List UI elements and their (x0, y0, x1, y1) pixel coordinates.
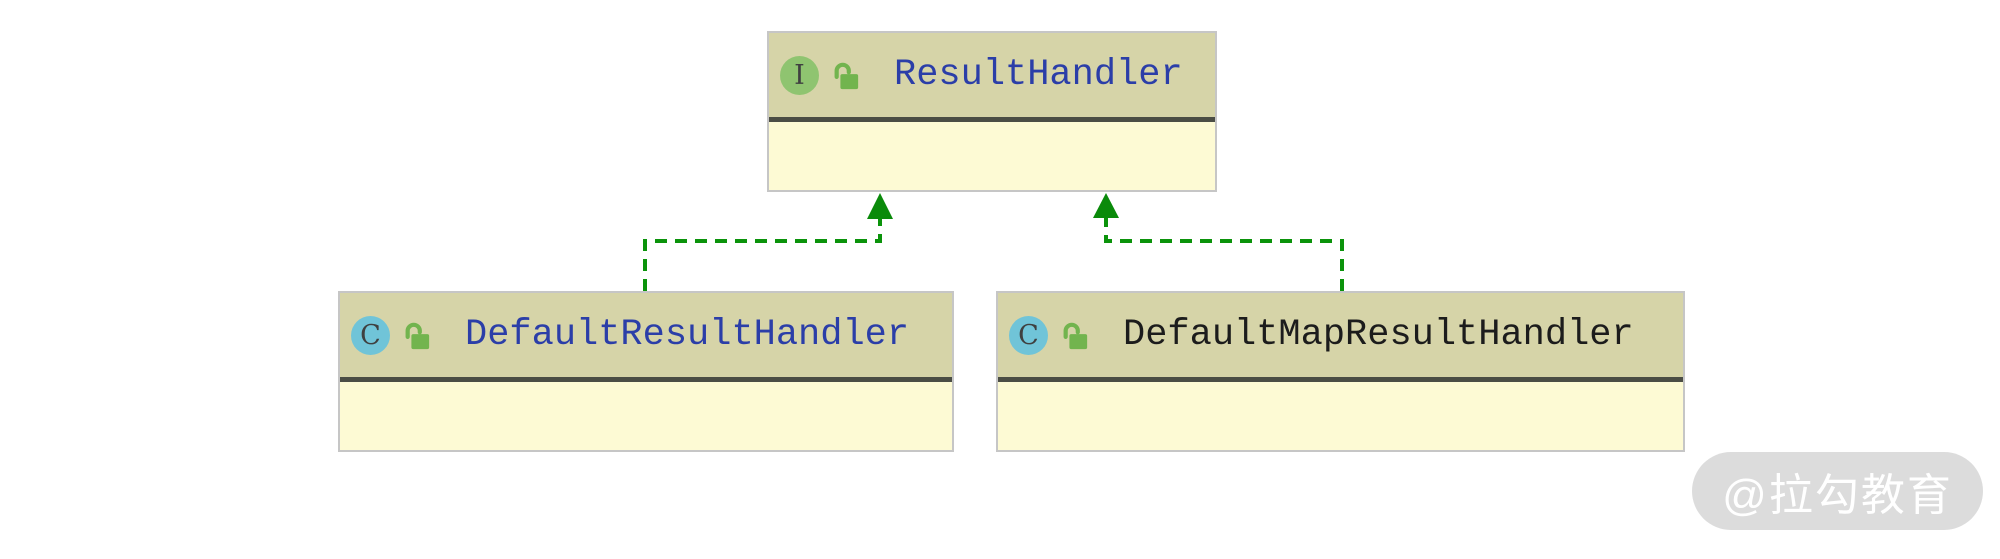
unlocked-padlock-icon (1063, 322, 1088, 350)
unlocked-padlock-icon (834, 62, 859, 90)
inheritance-edge-dashed-line (643, 219, 882, 291)
uml-node-resulthandler[interactable]: I ResultHandler (767, 31, 1217, 192)
node-header: I ResultHandler (769, 33, 1215, 117)
inheritance-edge-arrowhead (867, 193, 893, 219)
node-title: DefaultResultHandler (465, 314, 910, 356)
node-title: DefaultMapResultHandler (1123, 314, 1634, 356)
node-separator (340, 377, 952, 382)
node-separator (998, 377, 1683, 382)
node-title: ResultHandler (894, 54, 1183, 96)
unlocked-padlock-icon (405, 322, 430, 350)
node-body (340, 382, 952, 450)
inheritance-edge-defaultresulthandler[interactable] (643, 193, 893, 291)
uml-node-defaultresulthandler[interactable]: C DefaultResultHandler (338, 291, 954, 452)
node-separator (769, 117, 1215, 122)
watermark-badge: @拉勾教育 (1692, 452, 1983, 530)
inheritance-edge-defaultmapresulthandler[interactable] (1093, 193, 1344, 291)
uml-node-defaultmapresulthandler[interactable]: C DefaultMapResultHandler (996, 291, 1685, 452)
node-header: C DefaultMapResultHandler (998, 293, 1683, 377)
inheritance-edge-dashed-line (1104, 218, 1344, 291)
inheritance-edge-arrowhead (1093, 193, 1119, 218)
class-icon: C (1009, 315, 1048, 355)
interface-icon: I (780, 55, 819, 95)
node-body (998, 382, 1683, 450)
node-header: C DefaultResultHandler (340, 293, 952, 377)
node-body (769, 122, 1215, 190)
class-icon: C (351, 315, 390, 355)
